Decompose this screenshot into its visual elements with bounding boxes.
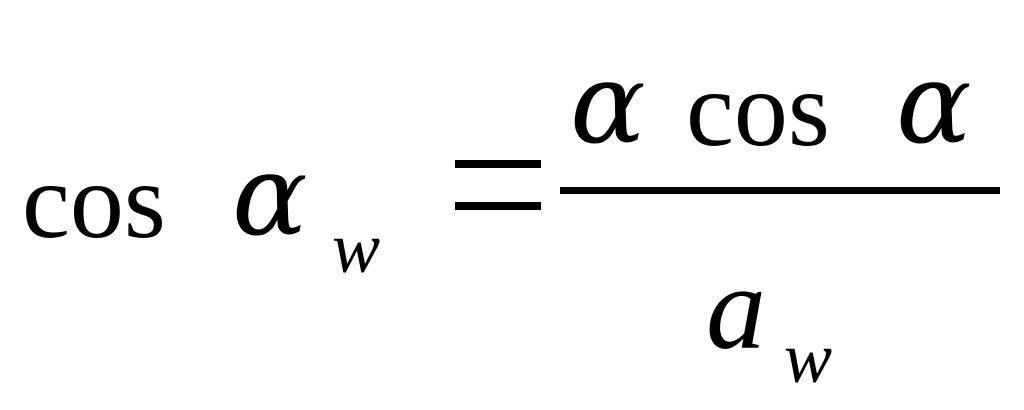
- equals-top-bar: [455, 160, 541, 168]
- equals-bottom-bar: [455, 202, 541, 210]
- lhs-subscript-w: w: [332, 208, 381, 288]
- numerator-alpha-argument: α: [896, 39, 972, 169]
- denominator-a-symbol: a: [706, 241, 766, 374]
- equals-sign: [455, 160, 541, 210]
- fraction-bar: [560, 187, 1000, 194]
- denominator-subscript-w: w: [784, 318, 833, 398]
- numerator-alpha-factor: α: [570, 39, 646, 169]
- numerator-cos-function: cos: [686, 50, 830, 169]
- lhs-cos-function: cos: [22, 142, 166, 261]
- lhs-alpha-symbol: α: [232, 131, 308, 261]
